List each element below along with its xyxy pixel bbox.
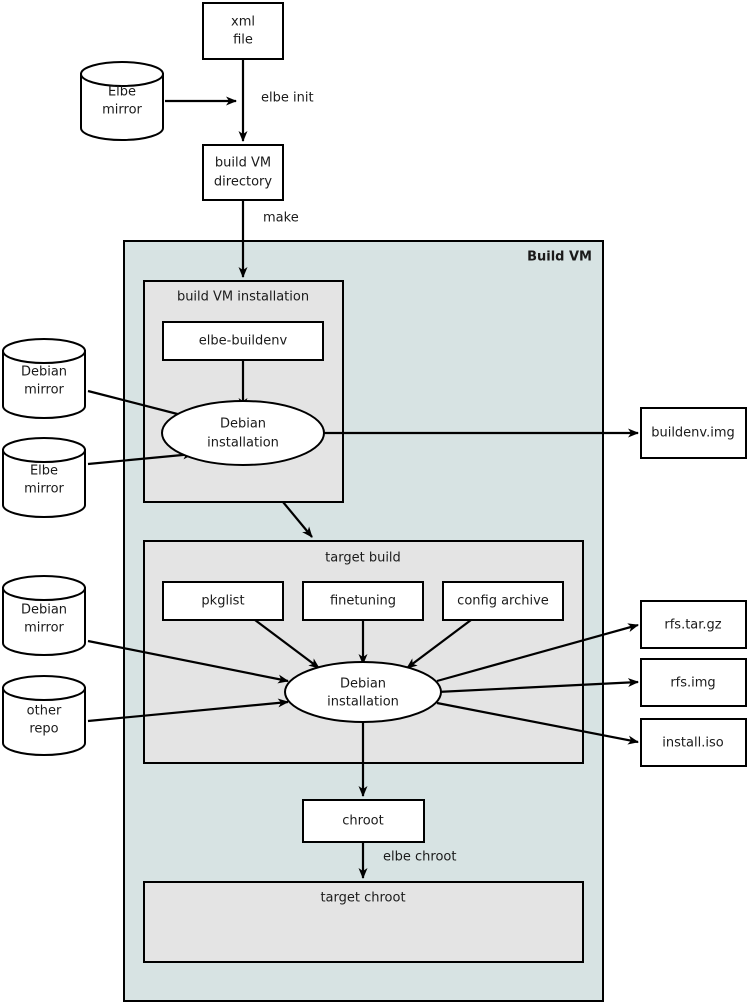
node-elbe-mirror-build[interactable]: [2, 437, 86, 518]
node-build-vm-directory-line1: build VM: [215, 156, 271, 171]
node-elbe-mirror-build-line2: mirror: [24, 482, 64, 497]
node-config-archive-label: config archive: [457, 594, 549, 609]
edge-config-archive-to-target-installation: [406, 619, 472, 669]
node-debian-installation-build[interactable]: [161, 400, 325, 466]
node-build-vm-directory[interactable]: [202, 144, 284, 201]
node-chroot[interactable]: [302, 799, 425, 843]
node-other-repo[interactable]: [2, 675, 86, 756]
edge-debian-mirror-to-build-installation: [87, 389, 194, 420]
node-config-archive[interactable]: [442, 581, 564, 621]
node-rfs-targz-label: rfs.tar.gz: [664, 618, 721, 633]
edge-debian-mirror-to-target-installation: [87, 639, 289, 684]
edge-pkglist-to-target-installation: [254, 619, 320, 669]
edge-target-installation-to-rfs-targz: [436, 623, 639, 683]
node-rfs-img[interactable]: [640, 658, 747, 707]
node-elbe-buildenv-label: elbe-buildenv: [199, 334, 288, 349]
build-vm-installation-title: build VM installation: [177, 290, 309, 305]
node-debian-installation-target[interactable]: [284, 661, 442, 723]
node-debian-mirror-build-line1: Debian: [21, 365, 67, 380]
edge-other-repo-to-target-installation: [87, 698, 289, 723]
node-xml-file-line1: xml: [231, 15, 255, 30]
target-build-title: target build: [325, 551, 401, 566]
node-install-iso[interactable]: [640, 718, 747, 767]
node-elbe-buildenv[interactable]: [162, 321, 324, 361]
node-elbe-mirror-top-line1: Elbe: [108, 85, 136, 100]
node-debian-installation-target-line1: Debian: [340, 677, 386, 692]
edge-label-elbe-chroot: elbe chroot: [383, 850, 456, 865]
node-xml-file-line2: file: [233, 33, 253, 48]
node-rfs-img-label: rfs.img: [670, 676, 715, 691]
node-finetuning-label: finetuning: [330, 594, 396, 609]
node-debian-installation-build-line1: Debian: [220, 417, 266, 432]
node-elbe-mirror-top[interactable]: [80, 61, 164, 141]
node-debian-installation-target-line2: installation: [327, 695, 399, 710]
node-buildenv-img[interactable]: [640, 407, 747, 459]
edge-build-installation-to-target-build: [282, 501, 313, 538]
node-other-repo-line2: repo: [29, 722, 58, 737]
node-finetuning[interactable]: [302, 581, 424, 621]
build-vm-title: Build VM: [527, 250, 592, 265]
node-debian-mirror-target-line2: mirror: [24, 621, 64, 636]
node-pkglist-label: pkglist: [201, 594, 244, 609]
node-debian-mirror-build-line2: mirror: [24, 383, 64, 398]
node-debian-mirror-target-line1: Debian: [21, 603, 67, 618]
node-chroot-label: chroot: [342, 814, 383, 829]
node-buildenv-img-label: buildenv.img: [651, 426, 735, 441]
edge-elbe-mirror-to-build-installation: [87, 450, 194, 466]
node-pkglist[interactable]: [162, 581, 284, 621]
node-debian-mirror-build[interactable]: [2, 338, 86, 419]
edge-label-elbe-init: elbe init: [261, 91, 314, 106]
target-chroot-title: target chroot: [320, 891, 405, 906]
node-debian-installation-build-line2: installation: [207, 436, 279, 451]
node-xml-file[interactable]: [202, 2, 284, 60]
node-build-vm-directory-line2: directory: [214, 175, 272, 190]
node-other-repo-line1: other: [27, 704, 62, 719]
edge-target-installation-to-rfs-img: [436, 678, 639, 694]
edge-target-installation-to-install-iso: [436, 701, 639, 745]
node-elbe-mirror-build-line1: Elbe: [30, 464, 58, 479]
target-chroot-group: [143, 881, 584, 963]
node-install-iso-label: install.iso: [662, 736, 723, 751]
node-debian-mirror-target[interactable]: [2, 575, 86, 656]
node-rfs-targz[interactable]: [640, 600, 747, 649]
node-elbe-mirror-top-line2: mirror: [102, 103, 142, 118]
edge-label-make: make: [263, 211, 299, 226]
